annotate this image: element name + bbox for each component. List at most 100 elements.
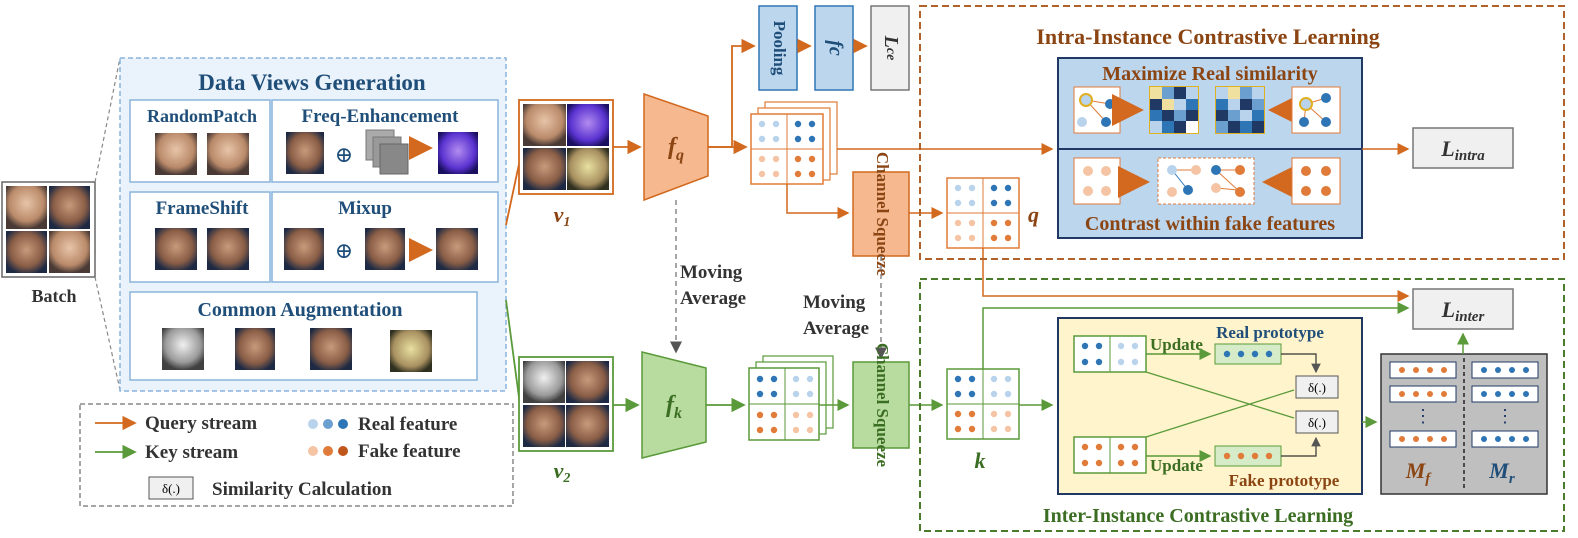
freq-enhancement-label: Freq-Enhancement	[302, 106, 460, 127]
lce-box	[870, 5, 910, 91]
moving-average-1-line1: Moving	[680, 262, 743, 283]
fq-label: fq	[668, 134, 684, 164]
moving-average-1-line2: Average	[680, 288, 746, 309]
memory-fake-label: Mf	[1405, 458, 1433, 487]
views-to-v2-line	[505, 299, 521, 406]
mixup-label: Mixup	[338, 198, 392, 219]
real-graph-left	[1073, 86, 1121, 134]
data-views-title: Data Views Generation	[198, 70, 426, 95]
k-to-linter-arrow	[982, 302, 1410, 369]
memory-real-queue	[1471, 361, 1539, 448]
k-real-group	[1073, 335, 1147, 373]
real-proto-to-delta	[1281, 353, 1321, 374]
update-bottom-label: Update	[1150, 456, 1203, 475]
fk-label: fk	[666, 392, 682, 422]
k-label: k	[975, 448, 986, 473]
legend-real-dots	[308, 419, 348, 429]
features-to-squeeze-arrow	[786, 184, 850, 219]
pooling-label: Pooling	[770, 21, 789, 76]
update-top-label: Update	[1150, 335, 1203, 354]
legend-key-label: Key stream	[145, 442, 238, 463]
mixup-image-1	[284, 228, 324, 270]
delta-box-2	[1295, 410, 1339, 434]
intra-title: Intra-Instance Contrastive Learning	[1036, 24, 1379, 49]
delta-2-label: δ(.)	[1308, 415, 1326, 430]
zoom-line-bottom	[94, 276, 121, 391]
intra-instance-panel	[919, 5, 1565, 260]
randompatch-image-2	[207, 133, 249, 175]
frameshift-image-2	[207, 228, 249, 270]
frameshift-label: FrameShift	[156, 198, 250, 219]
similarity-matrix-left	[1149, 86, 1199, 134]
similarity-matrix-right	[1215, 86, 1265, 134]
oplus-mixup: ⊕	[335, 238, 353, 263]
channel-squeeze-bottom	[852, 361, 910, 449]
mixup-output-image	[436, 228, 478, 270]
v1-image	[518, 99, 614, 195]
memory-real-ellipsis: ⋮	[1496, 406, 1514, 426]
common-augmentation-label: Common Augmentation	[197, 299, 402, 321]
q-to-linter-arrow	[982, 248, 1410, 302]
q-feature-grid	[946, 177, 1020, 249]
common-aug-image-2	[235, 328, 275, 370]
l-intra-box	[1412, 127, 1514, 169]
l-inter-label: Linter	[1441, 297, 1485, 325]
channel-squeeze-top-label: Channel Squeeze	[873, 152, 892, 277]
key-feature-stack	[748, 355, 834, 441]
fake-prototype-label: Fake prototype	[1229, 471, 1340, 490]
batch-label: Batch	[32, 286, 77, 306]
legend-sim-label: Similarity Calculation	[212, 479, 392, 500]
freq-output-image	[438, 132, 478, 174]
inter-instance-panel	[919, 278, 1565, 532]
randompatch-image-1	[155, 133, 197, 175]
memory-fake-queue	[1389, 361, 1457, 448]
zoom-line-top	[94, 57, 121, 183]
delta-1-label: δ(.)	[1308, 380, 1326, 395]
inter-title: Inter-Instance Contrastive Learning	[1043, 505, 1353, 527]
channel-squeeze-top	[852, 171, 910, 257]
mixup-image-2	[365, 228, 405, 270]
common-aug-image-3	[310, 328, 352, 370]
real-prototype-label: Real prototype	[1216, 323, 1324, 342]
oplus-freq: ⊕	[335, 142, 353, 167]
delta-box-1	[1295, 375, 1339, 399]
fake-prototype	[1214, 445, 1282, 467]
legend-fake-label: Fake feature	[358, 441, 461, 462]
fq-encoder	[643, 92, 709, 202]
fc-box	[814, 5, 854, 91]
legend-real-label: Real feature	[358, 414, 457, 435]
moving-average-2-line2: Average	[803, 318, 869, 339]
real-graph-right	[1291, 86, 1341, 134]
real-prototype	[1214, 343, 1282, 365]
v2-image	[518, 356, 614, 452]
moving-average-2-line1: Moving	[803, 292, 866, 313]
pooling-box	[758, 5, 798, 91]
freq-source-image	[286, 132, 324, 174]
k-fake-group	[1073, 436, 1147, 474]
fake-dots-left	[1073, 157, 1121, 205]
query-feature-stack	[750, 101, 838, 185]
legend-query-label: Query stream	[145, 413, 257, 434]
batch-image	[1, 181, 96, 278]
legend-delta-label: δ(.)	[162, 481, 180, 496]
common-aug-image-1	[162, 328, 204, 370]
l-intra-label: Lintra	[1440, 136, 1485, 164]
lce-label: Lce	[880, 35, 902, 61]
frameshift-image-1	[155, 228, 197, 270]
v1-label: v1	[554, 202, 571, 230]
memory-fake-ellipsis: ⋮	[1414, 406, 1432, 426]
cross-line-2	[1145, 389, 1295, 438]
l-inter-box	[1412, 288, 1514, 330]
contrast-fake-label: Contrast within fake features	[1085, 213, 1335, 235]
common-aug-image-4	[390, 330, 432, 372]
legend-delta-box	[148, 476, 194, 500]
maximize-real-label: Maximize Real similarity	[1102, 63, 1318, 85]
fq-to-pooling-arrow	[708, 38, 756, 148]
v2-label: v2	[554, 458, 571, 486]
q-label: q	[1028, 202, 1039, 227]
legend-fake-dots	[308, 446, 348, 456]
fake-dots-right	[1291, 157, 1341, 205]
k-feature-grid	[946, 368, 1020, 440]
cross-line-1	[1145, 371, 1295, 419]
